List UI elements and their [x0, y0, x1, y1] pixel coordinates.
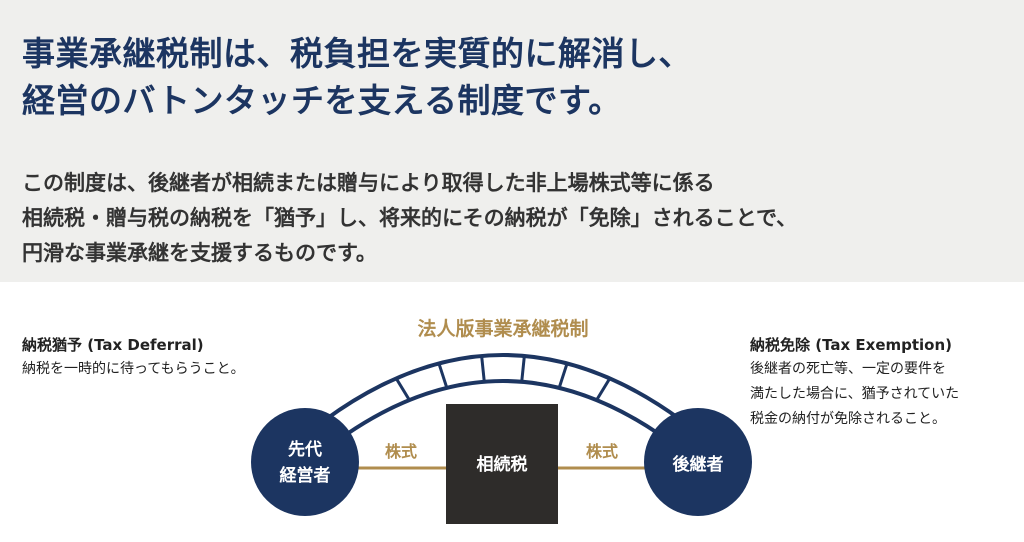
headline-line-1: 事業承継税制は、税負担を実質的に解消し、: [22, 34, 692, 73]
shares-label-right: 株式: [586, 442, 618, 461]
description-line-2: 相続税・贈与税の納税を「猶予」し、将来的にその納税が「免除」されることで、: [22, 206, 798, 230]
deferral-note: 納税猶予 (Tax Deferral) 納税を一時的に待ってもらうこと。: [22, 333, 245, 382]
description-line-3: 円滑な事業承継を支援するものです。: [22, 241, 377, 265]
deferral-text: 納税を一時的に待ってもらうこと。: [22, 361, 245, 377]
bridge-rung: [437, 362, 449, 389]
shares-label-left: 株式: [385, 442, 417, 461]
bridge-rung: [520, 355, 526, 382]
inheritance-tax-box: [446, 404, 558, 524]
description: この制度は、後継者が相続または贈与により取得した非上場株式等に係る 相続税・贈与…: [22, 166, 797, 271]
exemption-line: 後継者の死亡等、一定の要件を: [750, 361, 946, 377]
bridge-rung: [480, 355, 486, 382]
predecessor-label-1: 先代: [288, 439, 322, 460]
inheritance-tax-label: 相続税: [477, 454, 528, 475]
exemption-title: 納税免除 (Tax Exemption): [750, 336, 953, 354]
description-line-1: この制度は、後継者が相続または贈与により取得した非上場株式等に係る: [22, 171, 715, 195]
deferral-title: 納税猶予 (Tax Deferral): [22, 336, 204, 354]
exemption-note: 納税免除 (Tax Exemption) 後継者の死亡等、一定の要件を 満たした…: [750, 333, 959, 432]
bridge-title: 法人版事業承継税制: [417, 317, 588, 340]
successor-circle: [644, 408, 752, 516]
bridge-rung: [595, 377, 612, 401]
headline-line-2: 経営のバトンタッチを支える制度です。: [22, 81, 622, 120]
successor-label: 後継者: [673, 454, 724, 475]
bridge-rung: [394, 377, 411, 401]
exemption-line: 税金の納付が免除されること。: [750, 411, 946, 427]
headline: 事業承継税制は、税負担を実質的に解消し、 経営のバトンタッチを支える制度です。: [22, 30, 692, 124]
exemption-line: 満たした場合に、猶予されていた: [750, 386, 960, 402]
predecessor-circle: [251, 408, 359, 516]
bridge-arch: [323, 353, 683, 436]
header-band: [0, 0, 1024, 282]
predecessor-label-2: 経営者: [280, 465, 331, 486]
bridge-rung: [557, 362, 569, 389]
